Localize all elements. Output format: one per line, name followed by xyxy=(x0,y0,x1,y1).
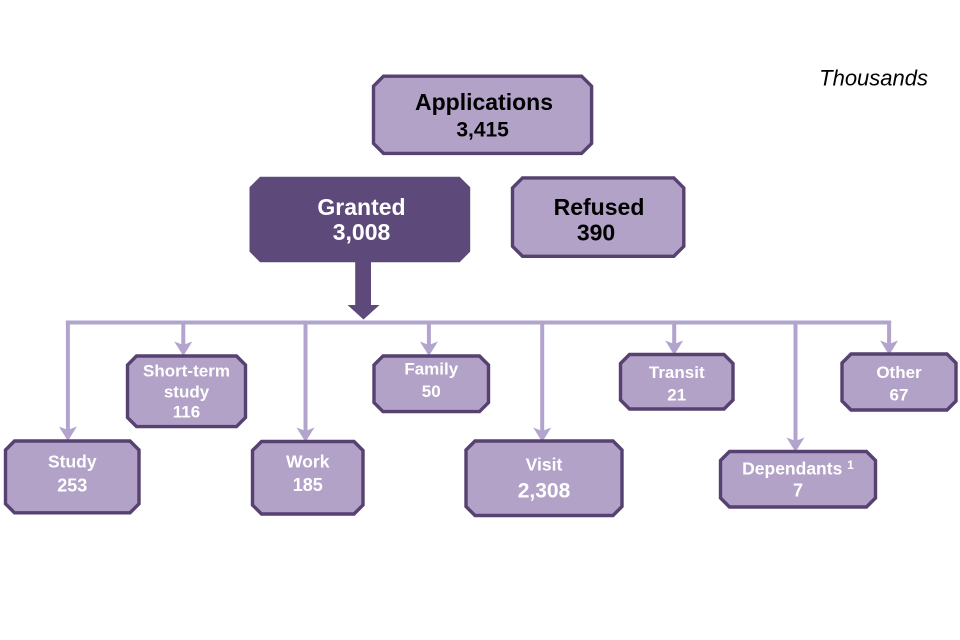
svg-text:study: study xyxy=(164,383,210,402)
svg-text:Family: Family xyxy=(404,359,458,378)
svg-text:3,415: 3,415 xyxy=(456,118,509,141)
svg-text:Dependants 1: Dependants 1 xyxy=(742,458,854,479)
svg-text:Short-term: Short-term xyxy=(143,362,230,381)
svg-text:116: 116 xyxy=(173,403,200,422)
svg-text:Visit: Visit xyxy=(526,455,563,475)
svg-text:Granted: Granted xyxy=(317,194,405,220)
svg-text:Thousands: Thousands xyxy=(819,66,928,91)
svg-text:21: 21 xyxy=(667,386,686,405)
svg-text:Transit: Transit xyxy=(649,363,705,382)
svg-text:Work: Work xyxy=(286,451,330,471)
svg-text:50: 50 xyxy=(422,382,441,401)
svg-text:Study: Study xyxy=(48,451,97,471)
svg-text:7: 7 xyxy=(793,481,803,501)
svg-text:Applications: Applications xyxy=(415,89,553,115)
svg-text:Other: Other xyxy=(876,363,922,382)
svg-text:253: 253 xyxy=(57,475,87,495)
svg-text:3,008: 3,008 xyxy=(333,219,391,245)
svg-text:185: 185 xyxy=(293,475,323,495)
svg-text:Refused: Refused xyxy=(554,194,645,220)
svg-text:67: 67 xyxy=(890,386,909,405)
svg-text:2,308: 2,308 xyxy=(518,480,571,503)
svg-text:390: 390 xyxy=(577,220,615,246)
